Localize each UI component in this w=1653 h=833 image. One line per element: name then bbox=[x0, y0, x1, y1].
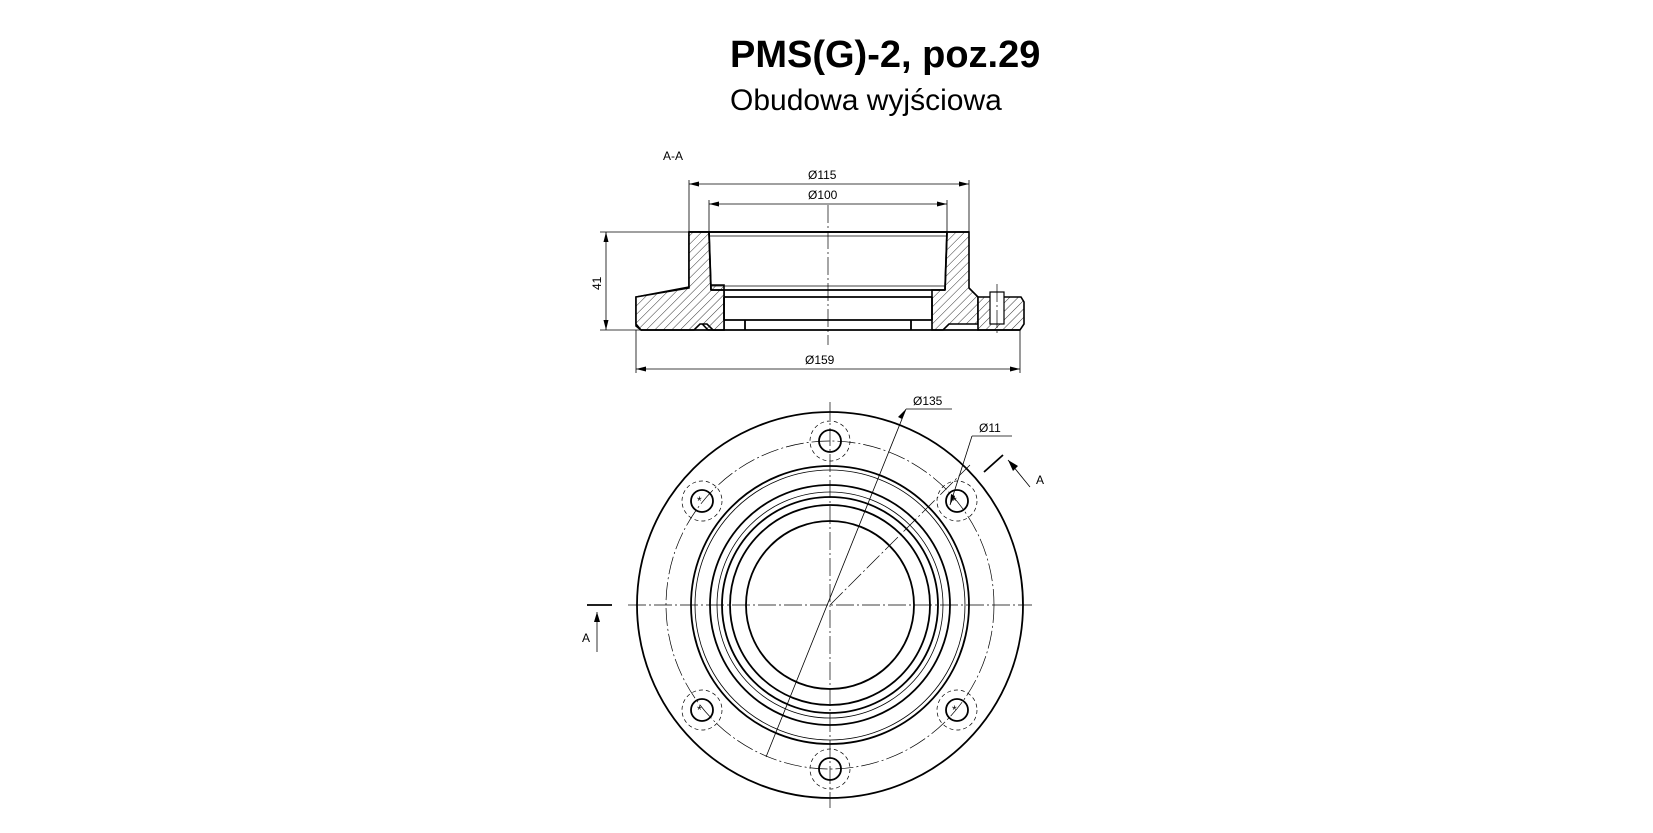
svg-text:*: * bbox=[952, 494, 957, 508]
bolt-hole-top bbox=[809, 420, 851, 462]
bolt-hole-upper-left: * bbox=[681, 480, 723, 522]
dim-hole-diameter: Ø11 bbox=[979, 421, 1001, 435]
cut-label-right: A bbox=[1036, 473, 1044, 487]
dim-inner-top-diameter: Ø100 bbox=[808, 188, 838, 202]
section-label: A-A bbox=[663, 149, 683, 163]
drawing-subtitle: Obudowa wyjściowa bbox=[730, 84, 1002, 117]
svg-text:*: * bbox=[697, 494, 702, 508]
plan-view: * * * * Ø135 Ø11 A bbox=[582, 394, 1044, 808]
dim-height: 41 bbox=[590, 276, 604, 290]
dim-flange-diameter: Ø159 bbox=[805, 353, 835, 367]
section-view: A-A Ø115 bbox=[590, 149, 1025, 373]
section-hatch-right-body bbox=[931, 231, 979, 331]
dim-outer-top-diameter: Ø115 bbox=[808, 168, 837, 182]
bolt-hole-bottom bbox=[809, 748, 851, 790]
svg-text:*: * bbox=[952, 703, 957, 717]
bolt-hole-upper-right: * bbox=[936, 480, 978, 522]
dim-bolt-circle-diameter: Ø135 bbox=[913, 394, 943, 408]
bolt-hole-lower-right: * bbox=[936, 689, 978, 731]
svg-text:*: * bbox=[697, 703, 702, 717]
drawing-title: PMS(G)-2, poz.29 bbox=[730, 34, 1040, 76]
cut-label-left: A bbox=[582, 631, 590, 645]
bolt-hole-lower-left: * bbox=[681, 689, 723, 731]
